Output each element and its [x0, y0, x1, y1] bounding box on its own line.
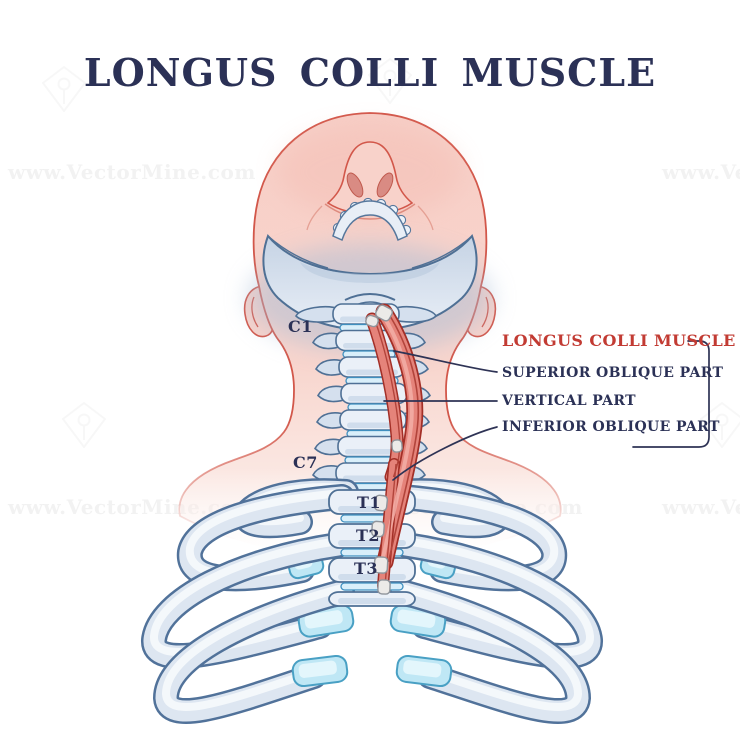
spine-label-c7: C7: [293, 453, 318, 472]
callout-superior-oblique: SUPERIOR OBLIQUE PART: [502, 365, 724, 381]
upper-teeth: [332, 197, 412, 242]
tendon-tip: [373, 494, 389, 512]
watermark-text: www.VectorMine.com: [8, 160, 256, 184]
watermark-text: www.VectorMine.com: [662, 160, 740, 184]
rib: [389, 579, 592, 724]
rib: [389, 532, 603, 669]
rib: [152, 579, 355, 724]
callout-heading: LONGUS COLLI MUSCLE: [502, 331, 736, 350]
costal-cartilage: [291, 654, 349, 688]
tendon-tip: [371, 520, 385, 538]
tendon-tip: [375, 304, 393, 322]
callout-inferior-oblique: INFERIOR OBLIQUE PART: [502, 419, 720, 435]
gem-icon: [368, 58, 412, 104]
tendon-tip: [377, 579, 391, 595]
gem-icon: [42, 66, 86, 112]
page-title: LONGUS COLLI MUSCLE: [83, 50, 657, 95]
callout-vertical: VERTICAL PART: [502, 393, 636, 409]
gem-icon: [700, 402, 740, 448]
leader-inferior-oblique: [392, 426, 498, 481]
watermark-text: www.VectorMine.com: [662, 495, 740, 519]
tendon-tip: [365, 314, 379, 328]
spine-label-t2: T2: [356, 526, 381, 545]
longus-colli-muscle: [365, 303, 424, 595]
spine-label-t1: T1: [357, 493, 382, 512]
vertebra-c6: [314, 435, 428, 465]
gem-icon: [62, 402, 106, 448]
spine-label-t3: T3: [354, 559, 379, 578]
costal-cartilage: [395, 654, 453, 688]
ribcage: [141, 478, 603, 724]
spine-label-c1: C1: [288, 317, 313, 336]
tendon-tip: [391, 439, 403, 453]
callout-lines: [383, 340, 710, 481]
leader-superior-oblique: [393, 350, 498, 373]
callout-bracket: [632, 340, 710, 448]
tendon-tip: [373, 556, 389, 574]
vertebra-t4: [328, 591, 416, 607]
